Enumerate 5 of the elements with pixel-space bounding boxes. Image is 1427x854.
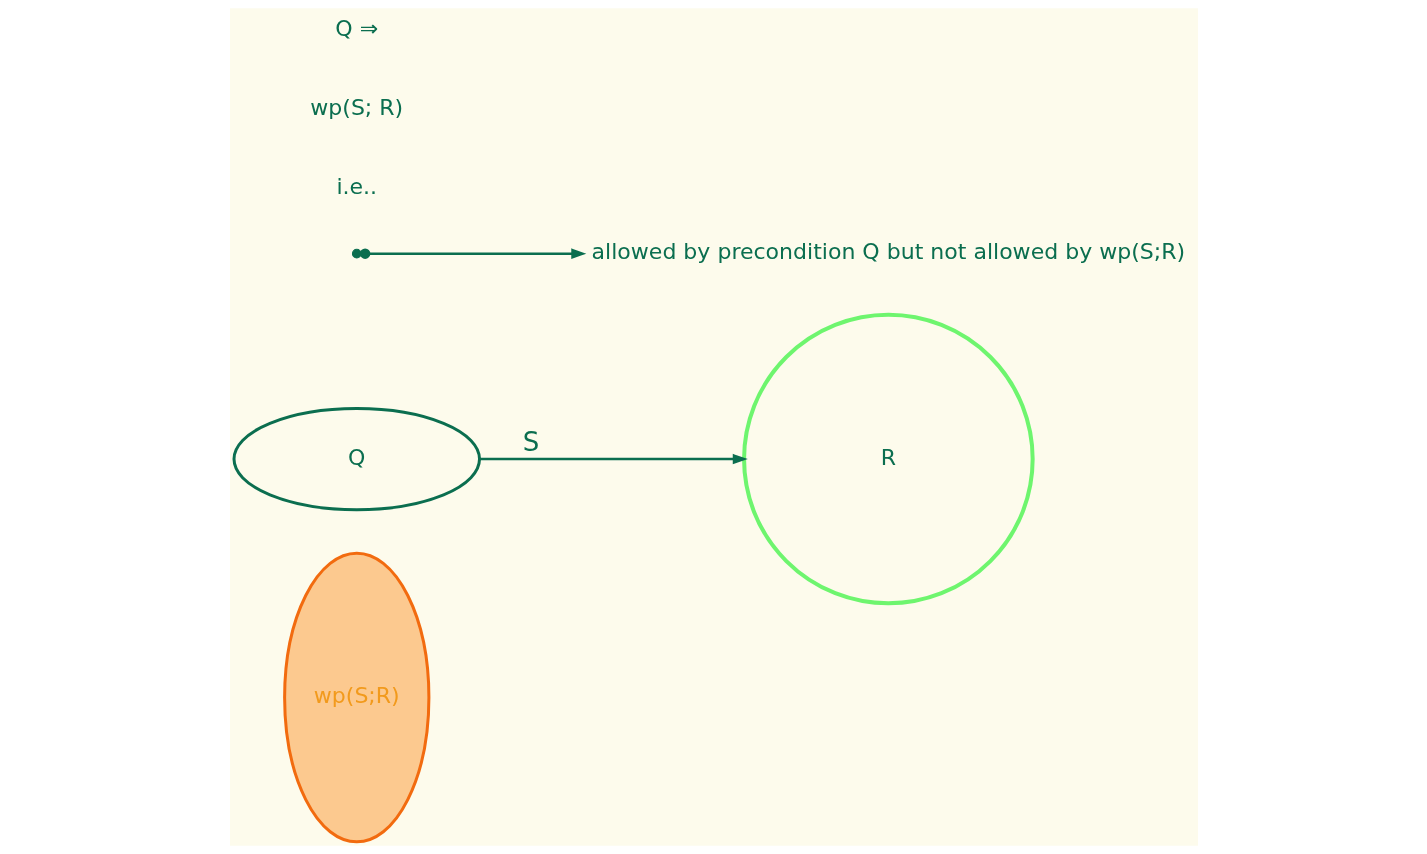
edge-label: S bbox=[522, 426, 539, 457]
label: Q ⇒ bbox=[334, 15, 378, 41]
node-text: allowed by precondition Q but not allowed by wp(S;R) bbox=[591, 239, 1185, 265]
label: wp(S; R) bbox=[309, 94, 403, 120]
label: i.e.. bbox=[335, 174, 377, 200]
